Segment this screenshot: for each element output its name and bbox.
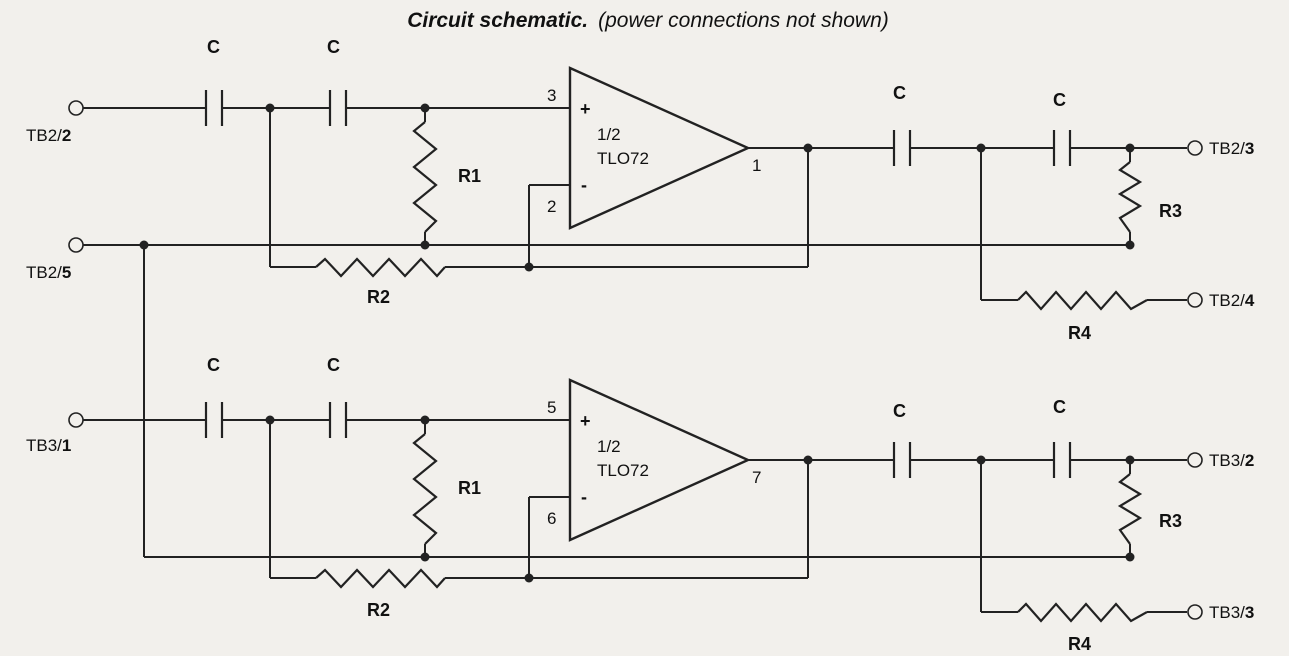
terminals	[68, 100, 1203, 620]
capacitor-label: C	[893, 83, 906, 103]
opamp-2: + - 1/2 TLO72 5 6 7	[547, 378, 761, 542]
stage-2: C C R1 R2 + - 1/2 TLO72 5 6 7 C C	[204, 355, 1182, 654]
terminal-label-tb2-4: TB2/4	[1209, 291, 1255, 310]
terminal-tb2-3	[1187, 140, 1203, 156]
pin-noninverting: 3	[547, 86, 556, 105]
resistor-r2-label: R2	[367, 287, 390, 307]
junction-nodes	[139, 103, 1135, 583]
resistor-r4	[1017, 602, 1148, 623]
terminal-tb2-5	[68, 237, 84, 253]
capacitor-label: C	[327, 37, 340, 57]
terminal-label-tb3-1: TB3/1	[26, 436, 71, 455]
pin-inverting: 2	[547, 197, 556, 216]
opamp-part-number: TLO72	[597, 149, 649, 168]
resistor-r1	[412, 121, 438, 233]
resistor-r1-label: R1	[458, 166, 481, 186]
pin-output: 1	[752, 156, 761, 175]
resistor-r3	[1117, 473, 1143, 545]
noninverting-sign: +	[580, 411, 591, 431]
resistor-r4-label: R4	[1068, 634, 1091, 654]
capacitor-label: C	[893, 401, 906, 421]
pin-output: 7	[752, 468, 761, 487]
terminal-label-tb2-2: TB2/2	[26, 126, 71, 145]
noninverting-sign: +	[580, 99, 591, 119]
terminal-label-tb3-2: TB3/2	[1209, 451, 1254, 470]
capacitor-label: C	[207, 37, 220, 57]
resistor-r3	[1117, 161, 1143, 233]
terminal-label-tb3-3: TB3/3	[1209, 603, 1254, 622]
terminal-tb2-2	[68, 100, 84, 116]
terminal-tb2-4	[1187, 292, 1203, 308]
resistor-r3-label: R3	[1159, 201, 1182, 221]
capacitor-label: C	[1053, 397, 1066, 417]
terminal-label-tb2-5: TB2/5	[26, 263, 71, 282]
wires	[83, 107, 1187, 613]
title-note: (power connections not shown)	[598, 9, 889, 32]
resistor-r2	[315, 257, 446, 278]
resistor-r4	[1017, 290, 1148, 311]
resistor-r2-label: R2	[367, 600, 390, 620]
capacitor-c3	[892, 442, 912, 478]
stage-1: C C R1 R2 + - 1/2 TLO72 3 2 1 C	[204, 37, 1182, 343]
capacitor-c2	[328, 90, 348, 126]
capacitor-c2	[328, 402, 348, 438]
capacitor-label: C	[207, 355, 220, 375]
terminal-label-tb2-3: TB2/3	[1209, 139, 1254, 158]
pin-inverting: 6	[547, 509, 556, 528]
capacitor-c4	[1052, 130, 1072, 166]
resistor-r4-label: R4	[1068, 323, 1091, 343]
capacitor-label: C	[327, 355, 340, 375]
opamp-fraction: 1/2	[597, 125, 621, 144]
inverting-sign: -	[581, 175, 587, 195]
resistor-r1	[412, 433, 438, 545]
capacitor-c4	[1052, 442, 1072, 478]
pin-noninverting: 5	[547, 398, 556, 417]
title-bold: Circuit schematic.	[407, 9, 588, 32]
inverting-sign: -	[581, 487, 587, 507]
resistor-r1-label: R1	[458, 478, 481, 498]
opamp-fraction: 1/2	[597, 437, 621, 456]
terminal-tb3-1	[68, 412, 84, 428]
capacitor-label: C	[1053, 90, 1066, 110]
diagram-title: Circuit schematic. (power connections no…	[407, 9, 889, 32]
capacitor-c1	[204, 402, 224, 438]
opamp-1: + - 1/2 TLO72 3 2 1	[547, 66, 761, 230]
terminal-tb3-2	[1187, 452, 1203, 468]
capacitor-c3	[892, 130, 912, 166]
capacitor-c1	[204, 90, 224, 126]
resistor-r2	[315, 568, 446, 589]
opamp-part-number: TLO72	[597, 461, 649, 480]
resistor-r3-label: R3	[1159, 511, 1182, 531]
terminal-tb3-3	[1187, 604, 1203, 620]
